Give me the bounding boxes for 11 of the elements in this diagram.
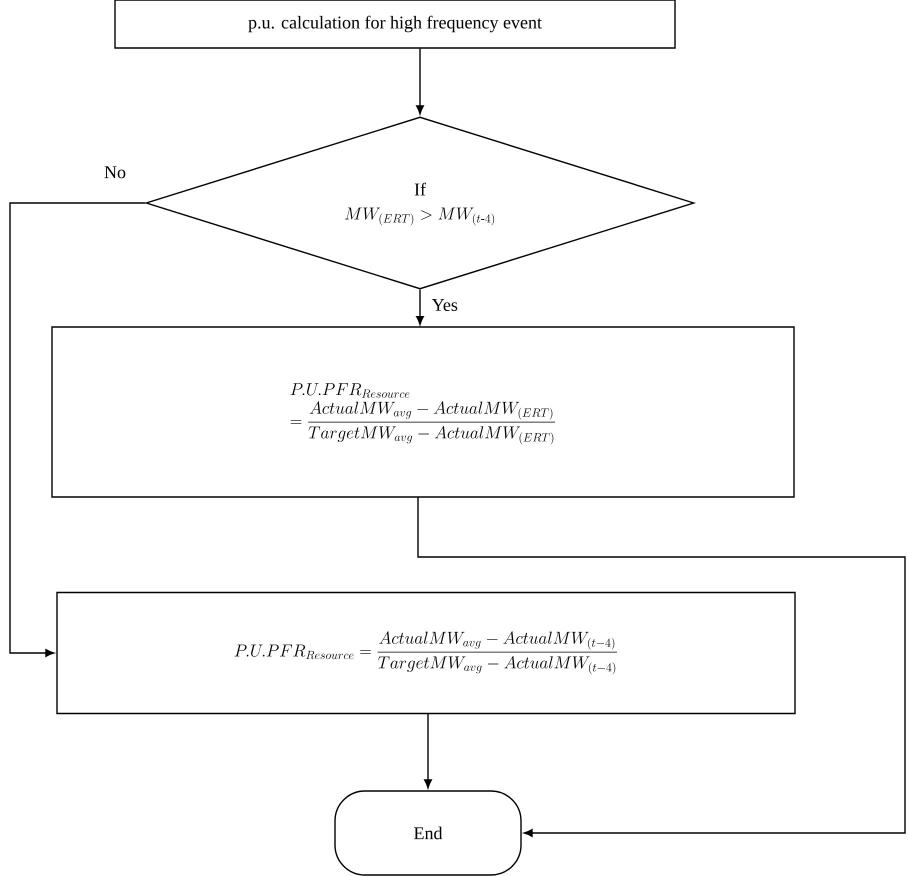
end-terminal: End: [334, 790, 522, 876]
arrow: [9, 202, 146, 657]
arrow: [416, 48, 424, 114]
arrow: [424, 714, 432, 788]
arrow: [416, 290, 424, 326]
edge-label: Yes: [430, 298, 459, 312]
process-box: $\begin{array}{l} P.U.PFR_{Resource} \\ = \dfrac{ActualMW_{avg} - ActualMW_{(ERT)}}{TargetMW_{avg} - ActualMW_{(ERT)}} \end{array}$: [51, 326, 795, 498]
arrow: [417, 497, 906, 837]
process-box: $P.U.PFR_{Resource} = \dfrac{ActualMW_{avg} - ActualMW_{(t-4)}}{TargetMW_{avg} - ActualMW_{(t-4)}}$: [56, 592, 796, 714]
edge-label: No: [103, 165, 127, 180]
process-box: p.u. calculation for high frequency event: [114, 0, 676, 49]
